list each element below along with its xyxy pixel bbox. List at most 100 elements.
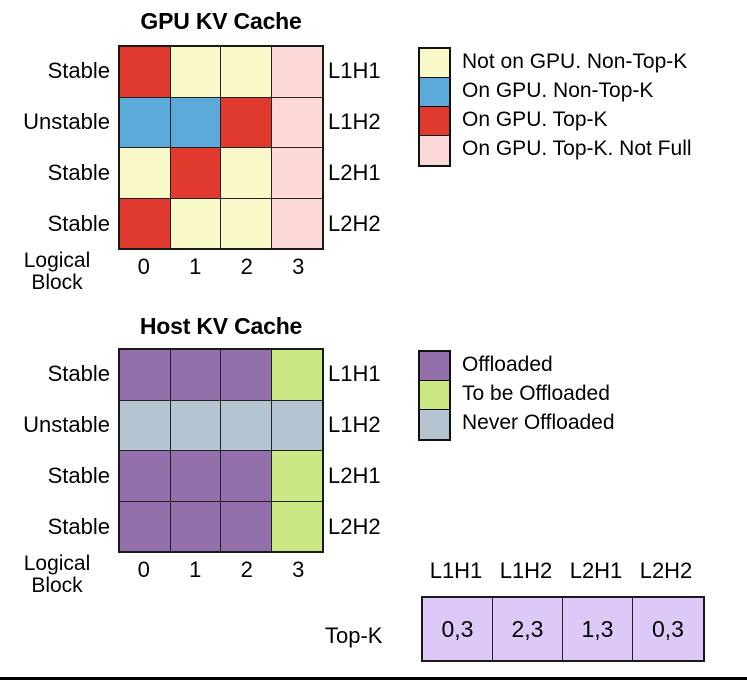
- gpu-cell-r1-c1: [170, 97, 221, 148]
- gpu-col-label-1: 1: [189, 254, 202, 279]
- host-right-label-2: L2H1: [328, 463, 381, 489]
- topk-header-2: L2H1: [569, 558, 623, 583]
- gpu-panel-title: GPU KV Cache: [140, 8, 302, 34]
- topk-value-1: 2,3: [493, 598, 563, 660]
- gpu-col-label-2: 2: [240, 254, 253, 279]
- host-column-labels: 0 1 2 3: [118, 559, 324, 585]
- gpu-left-label-0: Stable: [47, 57, 110, 83]
- host-cell-r1-c1: [170, 400, 221, 451]
- host-cell-r2-c1: [170, 451, 221, 502]
- host-right-label-0: L1H1: [328, 360, 381, 386]
- host-cell-r0-c0: [120, 350, 171, 401]
- gpu-column-labels: 0 1 2 3: [118, 256, 324, 282]
- host-cell-r1-c2: [221, 400, 272, 451]
- host-cell-r2-c2: [221, 451, 272, 502]
- gpu-legend-label-2: On GPU. Top-K: [462, 108, 608, 131]
- host-legend-label-1: To be Offloaded: [462, 382, 610, 405]
- topk-row-title: Top-K: [325, 623, 383, 648]
- host-col-label-3: 3: [292, 557, 305, 582]
- host-right-label-1: L1H2: [328, 411, 381, 437]
- gpu-legend-swatch-3: [420, 136, 449, 165]
- host-left-label-2: Stable: [47, 463, 110, 489]
- host-left-label-0: Stable: [47, 360, 110, 386]
- gpu-legend: Not on GPU. Non-Top-K On GPU. Non-Top-K On…: [418, 47, 692, 167]
- host-cell-r3-c2: [221, 501, 272, 551]
- gpu-legend-swatch-0: [420, 49, 449, 78]
- gpu-legend-labels: Not on GPU. Non-Top-K On GPU. Non-Top-K On…: [462, 47, 692, 163]
- host-cell-r0-c3: [271, 350, 322, 401]
- topk-value-0: 0,3: [423, 598, 493, 660]
- gpu-left-label-2: Stable: [47, 160, 110, 186]
- gpu-cache-grid: [118, 45, 324, 250]
- host-cache-grid: [118, 348, 324, 553]
- gpu-legend-label-1: On GPU. Non-Top-K: [462, 79, 654, 102]
- gpu-cell-r3-c1: [170, 198, 221, 248]
- host-legend-swatch-0: [420, 352, 449, 381]
- host-col-label-2: 2: [240, 557, 253, 582]
- gpu-legend-label-0: Not on GPU. Non-Top-K: [462, 50, 688, 73]
- gpu-cell-r2-c3: [271, 148, 322, 199]
- host-legend-swatch-2: [420, 410, 449, 439]
- gpu-legend-swatch-1: [420, 78, 449, 107]
- gpu-right-label-2: L2H1: [328, 160, 381, 186]
- gpu-legend-swatch-2: [420, 107, 449, 136]
- gpu-cell-r1-c3: [271, 97, 322, 148]
- host-cell-r0-c1: [170, 350, 221, 401]
- host-right-label-3: L2H2: [328, 514, 381, 540]
- gpu-col-label-0: 0: [137, 254, 150, 279]
- host-col-label-0: 0: [137, 557, 150, 582]
- host-legend-swatches: [418, 350, 451, 441]
- host-cell-r3-c0: [120, 501, 171, 551]
- host-cell-r3-c1: [170, 501, 221, 551]
- gpu-left-label-3: Stable: [47, 211, 110, 237]
- gpu-legend-swatches: [418, 47, 451, 167]
- gpu-axis-caption-line1: Logical: [23, 249, 91, 272]
- gpu-right-label-3: L2H2: [328, 211, 381, 237]
- host-cell-r2-c3: [271, 451, 322, 502]
- gpu-left-label-1: Unstable: [23, 108, 110, 134]
- gpu-cell-r3-c2: [221, 198, 272, 248]
- host-left-label-1: Unstable: [23, 411, 110, 437]
- gpu-col-label-3: 3: [292, 254, 305, 279]
- gpu-cell-r1-c2: [221, 97, 272, 148]
- bottom-divider: [0, 677, 747, 680]
- host-legend-swatch-1: [420, 381, 449, 410]
- host-cell-r1-c3: [271, 400, 322, 451]
- gpu-cell-r3-c0: [120, 198, 171, 248]
- host-axis-caption-line2: Block: [31, 574, 83, 598]
- host-axis-caption-line1: Logical: [23, 552, 91, 575]
- gpu-axis-caption: Logical Block: [4, 249, 110, 295]
- host-cell-r1-c0: [120, 400, 171, 451]
- gpu-cell-r1-c0: [120, 97, 171, 148]
- topk-value-3: 0,3: [633, 598, 703, 660]
- host-left-label-3: Stable: [47, 514, 110, 540]
- host-cell-r3-c3: [271, 501, 322, 551]
- topk-header-3: L2H2: [639, 558, 693, 583]
- host-legend-label-2: Never Offloaded: [462, 411, 615, 434]
- gpu-cell-r3-c3: [271, 198, 322, 248]
- topk-value-2: 1,3: [563, 598, 633, 660]
- gpu-cell-r0-c3: [271, 47, 322, 98]
- host-axis-caption: Logical Block: [4, 552, 110, 598]
- gpu-cell-r2-c1: [170, 148, 221, 199]
- topk-header-0: L1H1: [429, 558, 483, 583]
- gpu-right-label-0: L1H1: [328, 57, 381, 83]
- gpu-cell-r0-c1: [170, 47, 221, 98]
- gpu-cell-r2-c0: [120, 148, 171, 199]
- host-col-label-1: 1: [189, 557, 202, 582]
- gpu-legend-label-3: On GPU. Top-K. Not Full: [462, 137, 692, 160]
- host-panel-title: Host KV Cache: [139, 313, 303, 339]
- gpu-cell-r0-c0: [120, 47, 171, 98]
- gpu-cell-r0-c2: [221, 47, 272, 98]
- gpu-axis-caption-line2: Block: [31, 271, 83, 295]
- host-legend-label-0: Offloaded: [462, 353, 553, 376]
